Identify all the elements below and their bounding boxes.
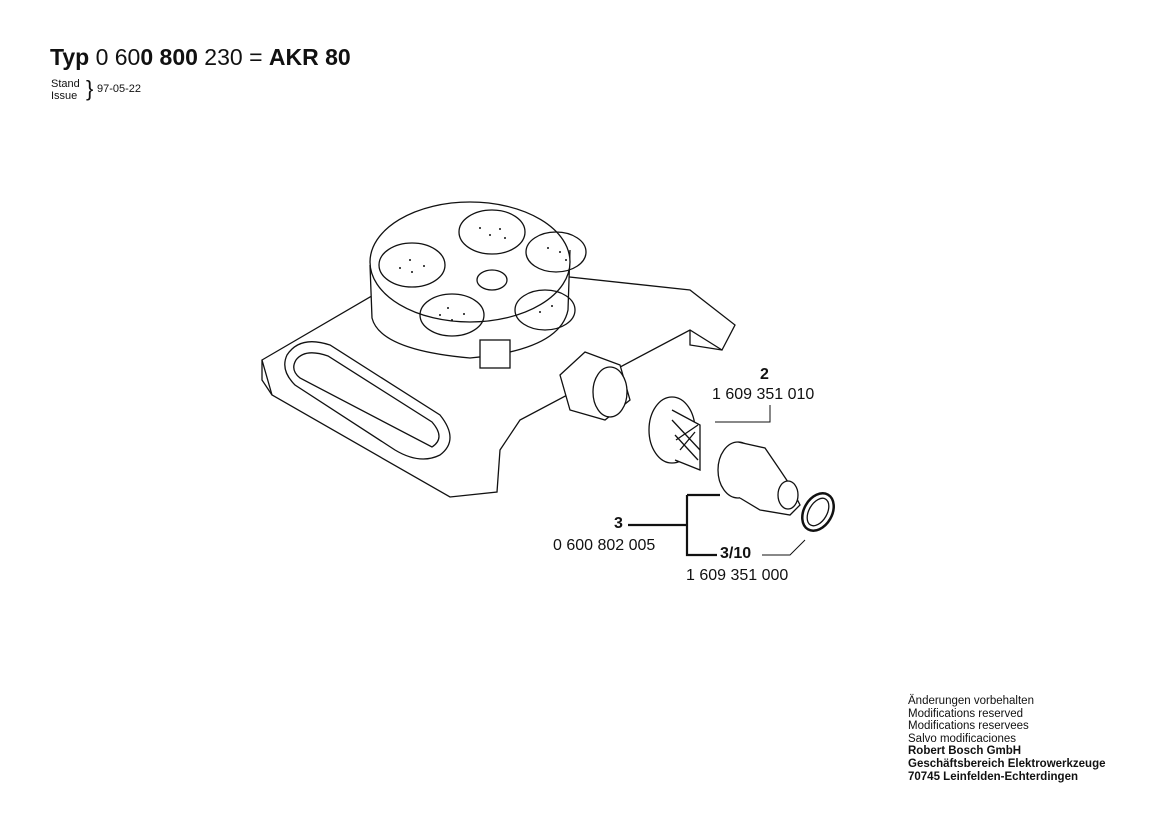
part-number-label: 1 609 351 000 [686, 567, 789, 584]
filter-part-2 [648, 396, 701, 471]
equals-sign: = [249, 44, 263, 70]
stand-label: Stand [51, 78, 80, 90]
part-pos-label: 3/10 [720, 545, 752, 562]
page-title: Typ 0 600 800 230 = AKR 80 [50, 44, 351, 71]
footer-line: Modifications reserved [908, 707, 1024, 720]
sprinkler-head [369, 201, 587, 369]
footer-line: Modifications reservees [908, 720, 1029, 733]
footer-line: Änderungen vorbehalten [908, 695, 1034, 707]
part-pos-label: 2 [760, 366, 769, 383]
leader-lines [628, 405, 806, 557]
type-number-part: 230 [204, 44, 243, 70]
adapter-part-3 [717, 441, 801, 516]
model-name: AKR 80 [268, 44, 351, 70]
part-pos-label: 3 [614, 515, 623, 532]
typ-label: Typ [50, 44, 90, 70]
seal-ring-part-3-10 [801, 492, 835, 532]
footer-notice: Änderungen vorbehalten Modifications res… [908, 695, 1106, 783]
part-number-label: 1 609 351 010 [712, 386, 815, 403]
type-number-part: 0 800 [140, 44, 198, 70]
company-address: 70745 Leinfelden-Echterdingen [908, 770, 1078, 783]
part-number-label: 0 600 802 005 [553, 537, 656, 554]
company-name: Robert Bosch GmbH [908, 745, 1022, 758]
issue-date: 97-05-22 [97, 83, 142, 95]
brace: } [86, 76, 94, 101]
type-number-part: 0 60 [95, 44, 141, 70]
footer-line: Salvo modificaciones [908, 732, 1017, 745]
company-division: Geschäftsbereich Elektrowerkzeuge [908, 757, 1106, 770]
issue-label: Issue [51, 90, 78, 102]
coupling-nut [559, 351, 631, 421]
